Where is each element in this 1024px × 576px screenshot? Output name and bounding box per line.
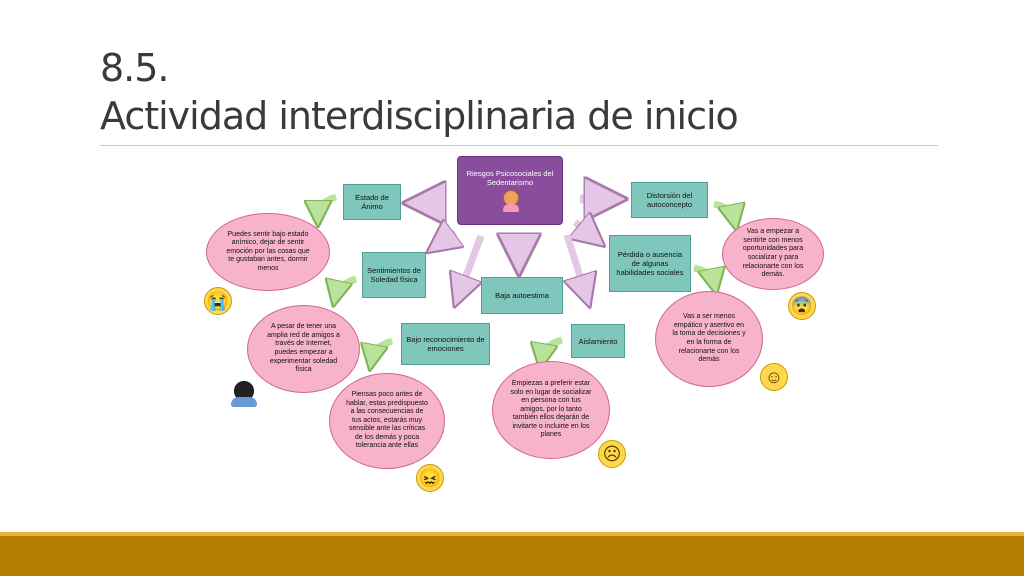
green-arrow-distorsion (713, 200, 734, 218)
node-sentimientos: Sentimientos de Soledad física (362, 252, 426, 298)
node-bajo-reconocimiento: Bajo reconocimiento de emociones (401, 323, 490, 365)
arrow-to-aislamiento (567, 233, 585, 292)
sad-person-icon (230, 379, 258, 409)
footer-bar (0, 536, 1024, 576)
crying-emoji-icon: 😭 (204, 287, 232, 315)
bubble-piensas: Piensas poco antes de hablar, estas pred… (329, 373, 445, 469)
node-baja-autoestima: Baja autoestima (481, 277, 563, 314)
bubble-empatico: Vas a ser menos empático y asertivo en l… (655, 291, 763, 387)
slide-title: 8.5. Actividad interdisciplinaria de ini… (100, 44, 940, 140)
bubble-empiezas: Empiezas a preferir estar solo en lugar … (492, 361, 610, 459)
slide-title-number: 8.5. (100, 46, 170, 90)
frown-emoji-icon: ☹ (598, 440, 626, 468)
node-estado-animo: Estado de Ánimo (343, 184, 401, 220)
bubble-sentirte: Vas a empezar a sentirte con menos oport… (722, 218, 824, 290)
arrow-to-perdida (575, 222, 592, 236)
green-arrow-perdida (693, 264, 714, 282)
node-aislamiento: Aislamiento (571, 324, 625, 358)
green-arrow-aislamiento (542, 336, 564, 357)
footer-accent-line (0, 532, 1024, 536)
worried-emoji-icon: 😖 (416, 464, 444, 492)
green-arrow-reconocimiento (372, 337, 394, 358)
green-arrow-estado (318, 193, 338, 214)
node-distorsion: Distorsión del autoconcepto (631, 182, 708, 218)
smile-emoji-icon: ☺ (760, 363, 788, 391)
slide-title-text: Actividad interdisciplinaria de inicio (100, 94, 739, 138)
scared-emoji-icon: 😨 (788, 292, 816, 320)
title-divider (100, 145, 938, 146)
root-node: Riesgos Psicosociales del Sedentarismo (457, 156, 563, 225)
bubble-animo: Puedes sentir bajo estado anímico, dejar… (206, 213, 330, 291)
green-arrow-sentimientos (336, 275, 358, 294)
root-label: Riesgos Psicosociales del Sedentarismo (466, 169, 554, 187)
arrow-to-sentimientos (440, 232, 455, 243)
bubble-soledad: A pesar de tener una amplia red de amigo… (247, 305, 360, 393)
arrow-to-bajo-reconocimiento (460, 234, 485, 292)
node-perdida: Pérdida o ausencia de algunas habilidade… (609, 235, 691, 292)
person-icon (501, 190, 521, 214)
